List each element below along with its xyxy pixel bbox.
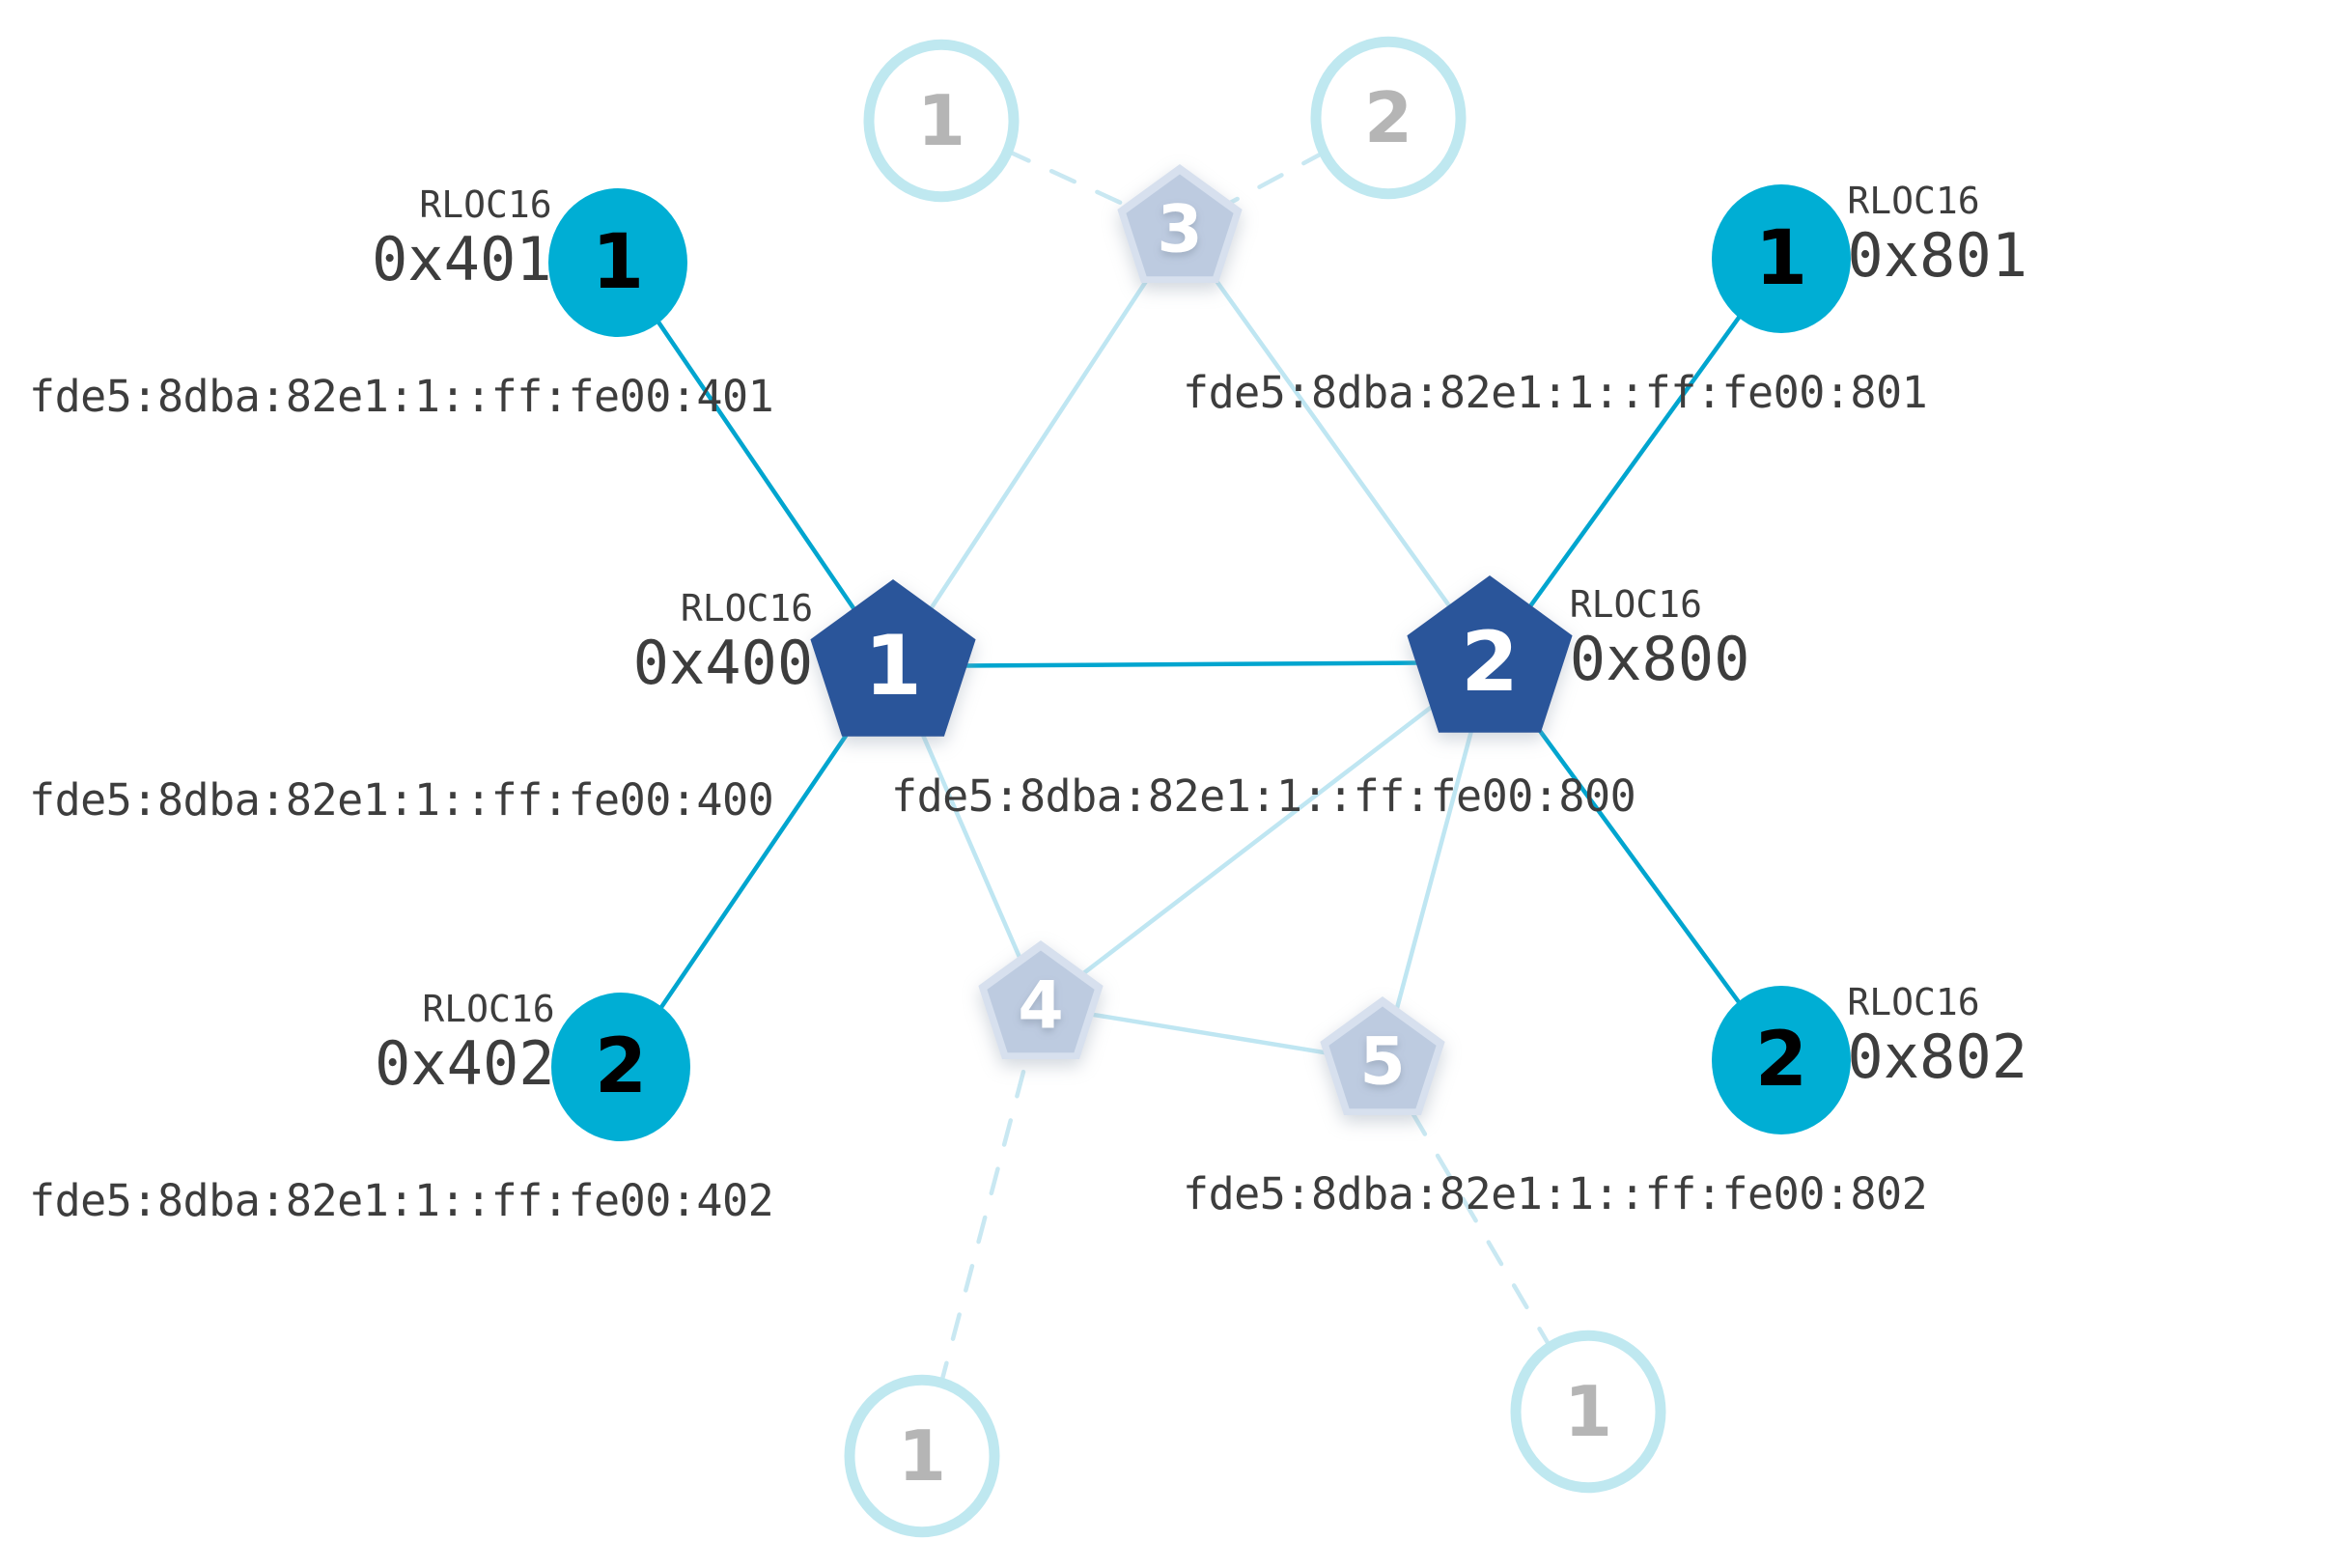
node-badge-router-5: 5 — [1359, 1024, 1405, 1101]
node-child-0x402[interactable]: 2 — [551, 992, 690, 1142]
node-router-5[interactable]: 5 — [1320, 996, 1445, 1116]
node-badge-child-0x401: 1 — [592, 219, 644, 306]
ghost-circle-shape — [863, 39, 1020, 203]
edge-ghost-top-right-to-router-3 — [1223, 149, 1328, 208]
rloc16-value: 0x801 — [1847, 220, 2028, 291]
rloc16-caption: RLOC16 — [680, 587, 814, 630]
edge-child-0x801-to-leader-0x800 — [1527, 311, 1744, 608]
node-badge-leader-0x400: 1 — [864, 618, 922, 714]
edge-router-3-to-leader-0x800 — [1208, 269, 1452, 608]
rloc16-caption: RLOC16 — [422, 988, 555, 1030]
edge-router-3-to-leader-0x400 — [929, 271, 1154, 611]
ghost-circle-shape — [844, 1374, 1000, 1538]
child-circle-shape — [1712, 183, 1851, 334]
edge-ghost-top-left-to-router-3 — [1003, 148, 1134, 210]
rloc16-caption: RLOC16 — [1847, 981, 1980, 1023]
node-child-0x401[interactable]: 1 — [548, 187, 687, 338]
router-pentagon-shape — [1126, 174, 1234, 277]
leader-pentagon-shape — [810, 579, 976, 737]
node-router-3[interactable]: 3 — [1117, 164, 1243, 284]
ipv6-address-child-0x801: fde5:8dba:82e1:1::ff:fe00:801 — [1183, 367, 1928, 418]
edge-child-0x401-to-leader-0x400 — [654, 317, 856, 611]
node-badge-ghost-top-left: 1 — [917, 80, 965, 161]
node-badge-ghost-bottom-right: 1 — [1564, 1371, 1612, 1452]
node-ghost-bottom-left[interactable]: 1 — [844, 1374, 1000, 1538]
rloc16-value: 0x802 — [1847, 1022, 2028, 1092]
edge-layer — [654, 148, 1744, 1390]
router-pentagon-shape — [987, 950, 1095, 1053]
node-badge-leader-0x800: 2 — [1461, 614, 1519, 711]
ipv6-address-leader-0x400: fde5:8dba:82e1:1::ff:fe00:400 — [29, 774, 774, 826]
node-badge-router-4: 4 — [1018, 968, 1063, 1045]
edge-ghost-bottom-right-to-router-5 — [1407, 1105, 1554, 1353]
router-pentagon-shape — [1328, 1006, 1437, 1109]
ghost-circle-shape — [1310, 36, 1467, 200]
node-badge-ghost-bottom-left: 1 — [898, 1415, 946, 1497]
node-ghost-top-left[interactable]: 1 — [863, 39, 1020, 203]
node-layer: 1 2 3 1 1 1 2 4 5 2 2 1 1 — [548, 36, 1851, 1538]
node-badge-child-0x402: 2 — [595, 1023, 647, 1110]
rloc16-caption: RLOC16 — [419, 183, 552, 226]
edge-router-4-to-router-5 — [1090, 1012, 1333, 1056]
leader-pentagon-shape — [1407, 575, 1573, 733]
node-badge-ghost-top-right: 2 — [1364, 77, 1412, 158]
rloc16-value: 0x401 — [371, 224, 552, 294]
node-ghost-bottom-right[interactable]: 1 — [1510, 1330, 1666, 1494]
node-leader-0x800[interactable]: 2 — [1407, 575, 1573, 733]
node-child-0x802[interactable]: 2 — [1712, 985, 1851, 1135]
edge-ghost-bottom-left-to-router-4 — [937, 1054, 1030, 1390]
edge-router-4-to-leader-0x800 — [1079, 702, 1438, 977]
node-badge-child-0x801: 1 — [1755, 215, 1807, 302]
rloc16-value: 0x800 — [1569, 624, 1750, 694]
ipv6-address-leader-0x800: fde5:8dba:82e1:1::ff:fe00:800 — [891, 770, 1636, 822]
rloc16-caption: RLOC16 — [1569, 583, 1703, 626]
node-router-4[interactable]: 4 — [978, 940, 1104, 1060]
rloc16-caption: RLOC16 — [1847, 180, 1980, 222]
ghost-circle-shape — [1510, 1330, 1666, 1494]
child-circle-shape — [551, 992, 690, 1142]
node-child-0x801[interactable]: 1 — [1712, 183, 1851, 334]
rloc16-value: 0x402 — [374, 1028, 555, 1099]
edge-child-0x802-to-leader-0x800 — [1528, 715, 1744, 1008]
ipv6-address-child-0x401: fde5:8dba:82e1:1::ff:fe00:401 — [29, 371, 774, 422]
node-ghost-top-right[interactable]: 2 — [1310, 36, 1467, 200]
child-circle-shape — [548, 187, 687, 338]
edge-leader-0x400-to-leader-0x800 — [960, 660, 1423, 668]
node-badge-router-3: 3 — [1157, 192, 1202, 268]
edge-router-5-to-leader-0x800 — [1393, 727, 1474, 1014]
child-circle-shape — [1712, 985, 1851, 1135]
edge-child-0x402-to-leader-0x400 — [657, 721, 856, 1013]
ipv6-address-child-0x402: fde5:8dba:82e1:1::ff:fe00:402 — [29, 1175, 774, 1226]
node-leader-0x400[interactable]: 1 — [810, 579, 976, 737]
edge-router-4-to-leader-0x400 — [918, 727, 1022, 961]
rloc16-value: 0x400 — [632, 628, 814, 698]
ipv6-address-child-0x802: fde5:8dba:82e1:1::ff:fe00:802 — [1183, 1168, 1928, 1219]
node-badge-child-0x802: 2 — [1755, 1017, 1807, 1104]
